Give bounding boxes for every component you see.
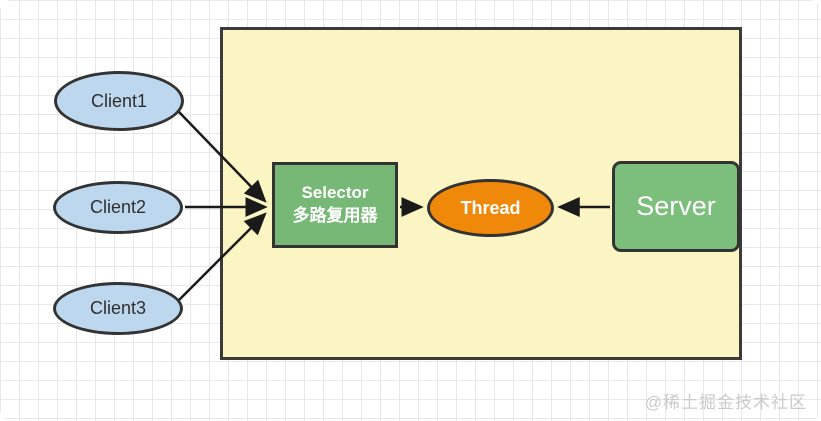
client1-ellipse: Client1 — [54, 71, 184, 131]
client2-label: Client2 — [89, 197, 147, 217]
client2-ellipse: Client2 — [53, 181, 183, 234]
client3-label: Client3 — [89, 298, 147, 318]
server-label: Server — [636, 191, 716, 221]
selector-title: Selector — [301, 183, 369, 203]
watermark-text: @稀土掘金技术社区 — [644, 393, 807, 412]
client1-label: Client1 — [90, 90, 148, 111]
selector-node: Selector 多路复用器 — [272, 162, 398, 248]
server-node: Server — [612, 161, 740, 252]
client3-ellipse: Client3 — [53, 282, 183, 335]
selector-subtitle: 多路复用器 — [292, 206, 378, 225]
thread-node: Thread — [427, 179, 554, 237]
thread-label: Thread — [460, 197, 521, 218]
